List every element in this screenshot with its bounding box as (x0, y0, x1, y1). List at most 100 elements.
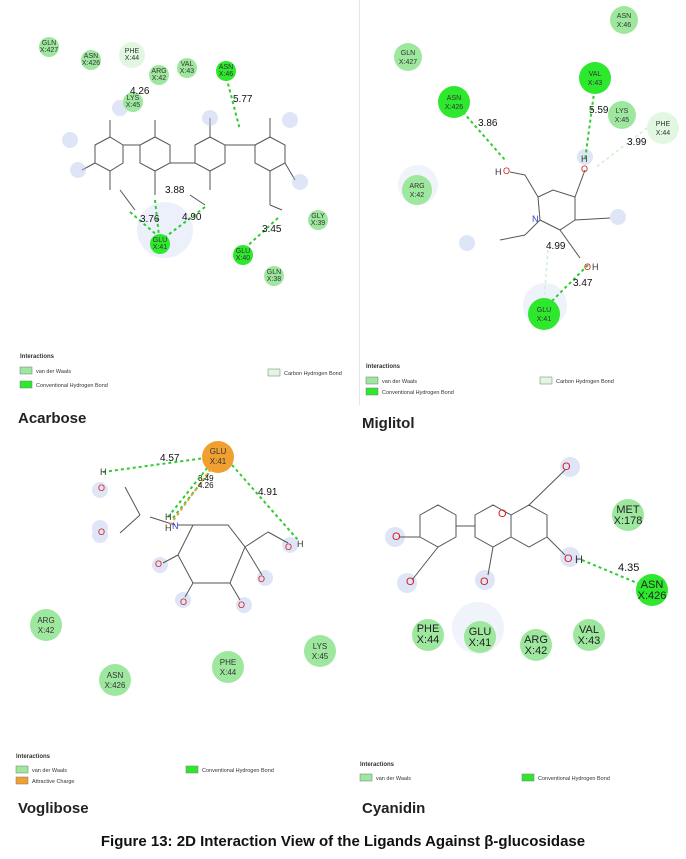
svg-text:H: H (165, 512, 172, 522)
svg-text:H: H (297, 539, 304, 549)
svg-text:X:178: X:178 (614, 515, 643, 527)
svg-text:Interactions: Interactions (16, 754, 51, 760)
miglitol-ligand (499, 169, 611, 259)
svg-text:O: O (155, 559, 162, 569)
svg-text:X:45: X:45 (126, 102, 141, 109)
voglibose-hbonds (102, 457, 299, 541)
svg-text:X:45: X:45 (615, 117, 630, 124)
svg-text:O: O (238, 600, 245, 610)
svg-text:ASN: ASN (617, 13, 631, 20)
cyanidin-distances: 4.35 (618, 562, 639, 574)
svg-text:Interactions: Interactions (366, 364, 401, 370)
miglitol-chbonds (543, 127, 648, 301)
voglibose-residues: GLU X:41 ARG X:42 ASN X:426 PHE X:44 LYS… (30, 441, 336, 696)
acarbose-hbonds (129, 71, 279, 251)
svg-text:X:42: X:42 (152, 75, 167, 82)
svg-text:GLN: GLN (42, 40, 56, 47)
svg-text:O: O (584, 262, 591, 272)
svg-text:4.26: 4.26 (198, 481, 214, 490)
svg-text:O: O (498, 508, 507, 520)
svg-text:H: H (495, 167, 502, 177)
voglibose-ligand (119, 486, 289, 601)
svg-text:O: O (258, 574, 265, 584)
svg-text:MET: MET (616, 504, 640, 516)
panel-divider (359, 0, 360, 405)
voglibose-atoms: H O O H H N O O O O O H (98, 467, 304, 610)
svg-text:van der Waals: van der Waals (36, 369, 71, 375)
svg-text:ASN: ASN (447, 95, 461, 102)
svg-text:GLN: GLN (267, 269, 281, 276)
figure-caption: Figure 13: 2D Interaction View of the Li… (100, 833, 586, 850)
svg-text:N: N (532, 214, 539, 224)
svg-text:VAL: VAL (579, 624, 599, 636)
cyanidin-legend: Interactions van der Waals Conventional … (359, 762, 610, 782)
svg-text:X:38: X:38 (267, 276, 282, 283)
svg-text:4.90: 4.90 (182, 212, 202, 223)
svg-text:Conventional Hydrogen Bond: Conventional Hydrogen Bond (36, 383, 108, 389)
svg-text:GLU: GLU (537, 307, 551, 314)
acarbose-distances: 4.26 5.77 3.88 3.76 4.90 3.45 (130, 86, 282, 235)
svg-text:H: H (581, 154, 588, 164)
svg-text:LYS: LYS (313, 642, 328, 651)
svg-text:O: O (392, 531, 401, 543)
svg-text:5.59: 5.59 (589, 105, 609, 116)
svg-text:Attractive Charge: Attractive Charge (32, 779, 75, 785)
panel-voglibose: H O O H H N O O O O O H GLU X:41 ARG X:4… (0, 425, 350, 825)
ligand-name-acarbose: Acarbose (18, 410, 87, 427)
svg-text:O: O (406, 576, 415, 588)
svg-text:3.99: 3.99 (627, 137, 647, 148)
svg-text:X:46: X:46 (219, 71, 234, 78)
svg-text:van der Waals: van der Waals (32, 768, 67, 774)
panel-cyanidin: O O O O O O H MET X:178 ASN X:426 PHE X:… (350, 425, 686, 825)
svg-text:H: H (575, 554, 583, 566)
ligand-name-voglibose: Voglibose (18, 800, 89, 817)
acarbose-residues: GLN X:427 ASN X:426 PHE X:44 ARG X:42 VA… (39, 37, 328, 286)
cyanidin-hbonds (581, 559, 643, 586)
svg-text:X:43: X:43 (578, 635, 601, 647)
svg-text:3.47: 3.47 (573, 278, 593, 289)
svg-text:ASN: ASN (641, 579, 664, 591)
svg-text:GLN: GLN (401, 50, 415, 57)
svg-text:Interactions: Interactions (20, 354, 55, 360)
svg-text:X:44: X:44 (656, 130, 671, 137)
svg-text:3.86: 3.86 (478, 118, 498, 129)
acarbose-legend: Interactions van der Waals Conventional … (19, 354, 342, 389)
svg-text:Carbon Hydrogen Bond: Carbon Hydrogen Bond (556, 379, 614, 385)
svg-text:X:45: X:45 (312, 652, 329, 661)
svg-text:PHE: PHE (417, 623, 440, 635)
svg-text:X:427: X:427 (399, 59, 417, 66)
cyanidin-residues: MET X:178 ASN X:426 PHE X:44 GLU X:41 AR… (412, 499, 668, 661)
svg-text:Conventional Hydrogen Bond: Conventional Hydrogen Bond (202, 768, 274, 774)
svg-text:ASN: ASN (219, 64, 233, 71)
miglitol-residues: ASN X:46 GLN X:427 VAL X:43 ASN X:426 LY… (394, 6, 679, 330)
svg-text:X:43: X:43 (588, 80, 603, 87)
svg-text:X:44: X:44 (125, 55, 140, 62)
svg-text:Conventional Hydrogen Bond: Conventional Hydrogen Bond (382, 390, 454, 396)
svg-text:O: O (480, 576, 489, 588)
svg-text:4.57: 4.57 (160, 453, 180, 464)
svg-text:O: O (581, 164, 588, 174)
acarbose-ligand (81, 118, 296, 211)
svg-text:ASN: ASN (107, 671, 124, 680)
panel-acarbose: GLN X:427 ASN X:426 PHE X:44 ARG X:42 VA… (0, 0, 360, 400)
miglitol-hbonds (454, 77, 597, 306)
svg-text:X:426: X:426 (445, 104, 463, 111)
svg-text:PHE: PHE (220, 658, 236, 667)
svg-text:LYS: LYS (127, 95, 140, 102)
miglitol-diagram: O H O H N O H ASN X:46 GLN X:427 VAL X:4… (365, 6, 679, 396)
miglitol-distances: 3.86 5.59 3.99 4.99 3.47 (478, 105, 647, 289)
svg-text:GLY: GLY (311, 213, 325, 220)
svg-text:4.91: 4.91 (258, 487, 278, 498)
svg-text:X:39: X:39 (311, 220, 326, 227)
svg-text:X:426: X:426 (638, 590, 667, 602)
svg-text:X:42: X:42 (410, 192, 425, 199)
svg-text:GLU: GLU (153, 237, 167, 244)
svg-text:X:41: X:41 (469, 637, 492, 649)
svg-text:X:40: X:40 (236, 255, 251, 262)
svg-text:ARG: ARG (524, 634, 548, 646)
svg-text:ARG: ARG (409, 183, 424, 190)
svg-text:O: O (503, 166, 510, 176)
svg-text:O: O (285, 542, 292, 552)
svg-text:GLU: GLU (469, 626, 492, 638)
panel-miglitol: O H O H N O H ASN X:46 GLN X:427 VAL X:4… (360, 0, 686, 410)
